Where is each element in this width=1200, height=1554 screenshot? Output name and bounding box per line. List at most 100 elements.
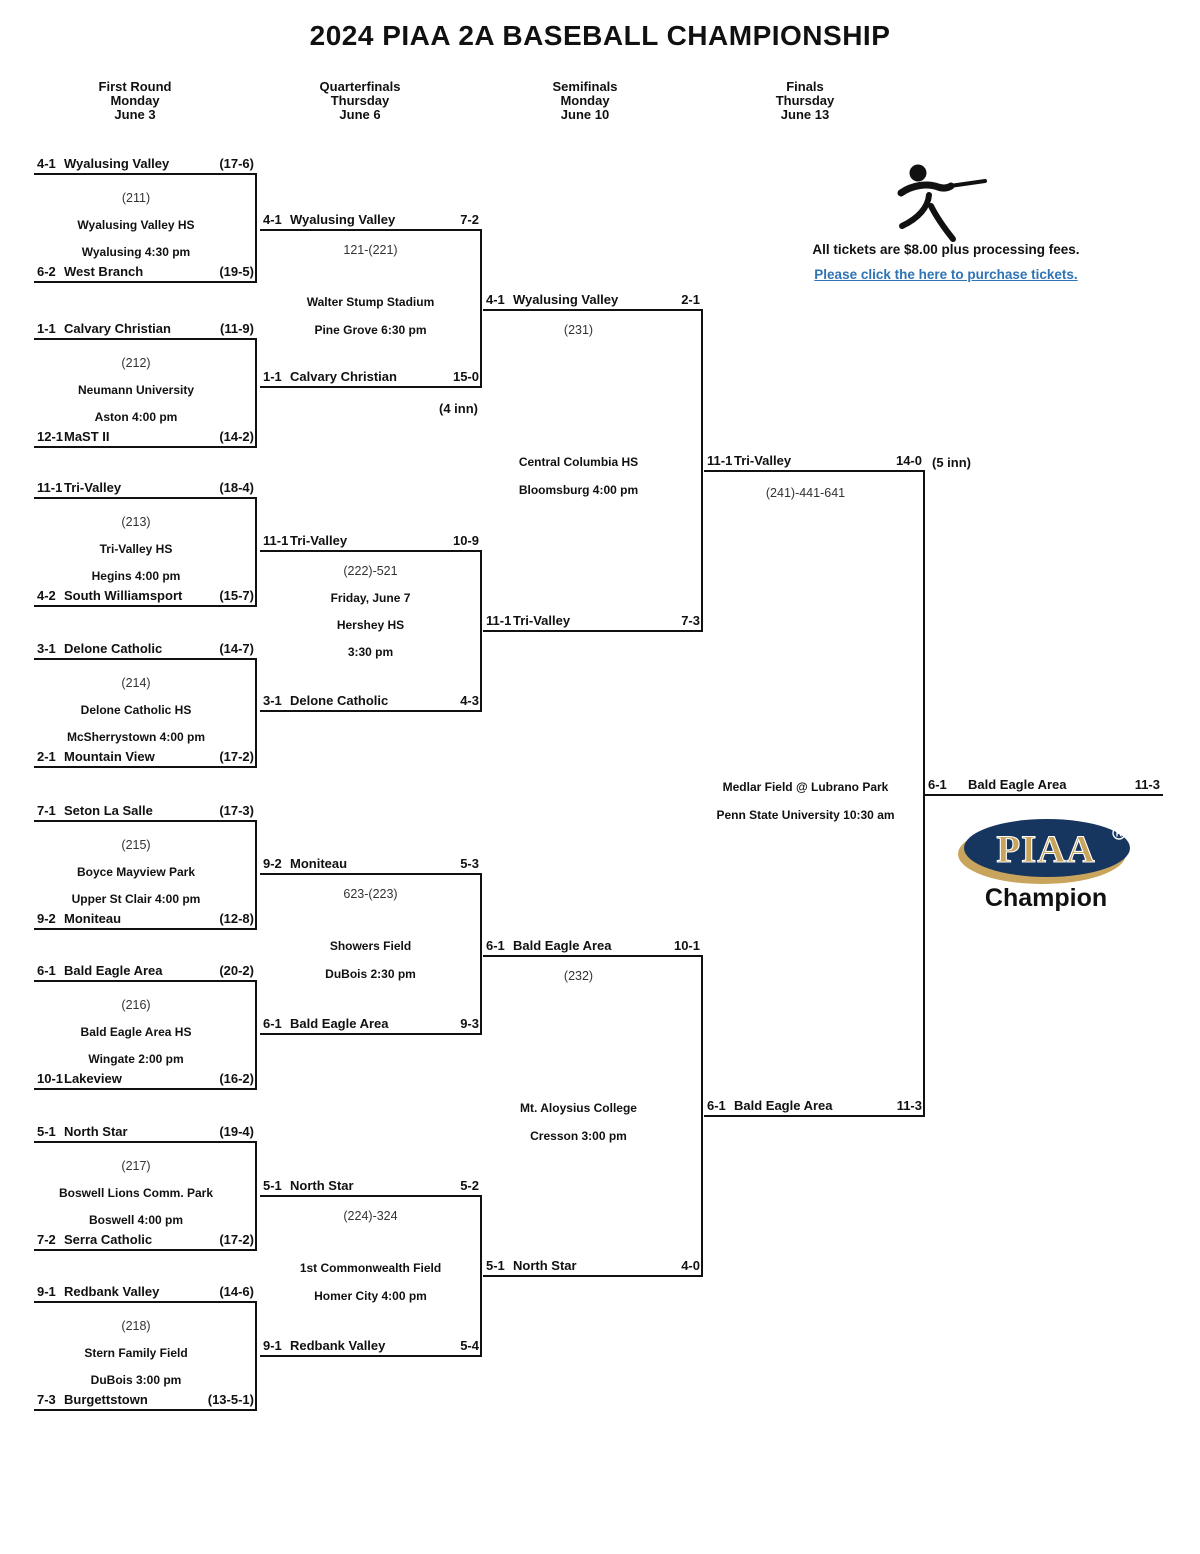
team-line: 11-1 Tri-Valley 7-3 [483,613,703,632]
round-header-first-round: First Round Monday June 3 [35,80,235,122]
team-name: Bald Eagle Area [734,1098,833,1113]
team-name: Serra Catholic [64,1232,153,1247]
game-number: (214) [121,676,151,690]
team-score: 14-0 [895,453,922,468]
game-venue: Bald Eagle Area HS [80,1025,192,1039]
team-line: 6-1 Bald Eagle Area 9-3 [260,1016,482,1035]
team-seed: 9-2 [263,856,282,871]
round-date: June 13 [780,107,830,122]
baseball-batter-icon [897,164,987,242]
team-score: 5-3 [460,856,479,871]
team-record: (13-5-1) [207,1392,254,1407]
team-seed: 9-2 [37,911,56,926]
game-number: (241)-441-641 [765,486,846,500]
team-seed: 7-2 [37,1232,56,1247]
team-seed: 4-1 [37,156,56,171]
team-line: 4-1 Wyalusing Valley (17-6) [34,156,257,175]
team-score: 11-3 [1134,777,1160,792]
round-date: June 3 [114,107,156,122]
team-line: 3-1 Delone Catholic 4-3 [260,693,482,712]
team-score: 15-0 [452,369,479,384]
round-date: June 6 [339,107,381,122]
team-score: 5-2 [460,1178,479,1193]
game-time: Hegins 4:00 pm [91,569,181,583]
game-time: DuBois 2:30 pm [325,967,416,981]
bracket-connector [480,1196,482,1357]
team-name: Delone Catholic [290,693,389,708]
bracket-connector [255,1301,257,1411]
champion-caption: Champion [984,884,1108,912]
team-line: 1-1 Calvary Christian (11-9) [34,321,257,340]
team-record: (17-2) [219,1232,254,1247]
round-day: Thursday [775,93,835,108]
round-day: Monday [110,93,160,108]
team-name: Redbank Valley [290,1338,386,1353]
team-name: Wyalusing Valley [513,292,619,307]
team-line: 1-1 Calvary Christian 15-0 [260,369,482,388]
team-record: (14-2) [219,429,254,444]
team-seed: 3-1 [263,693,282,708]
team-seed: 9-1 [263,1338,282,1353]
tickets-purchase-link[interactable]: Please click the here to purchase ticket… [814,267,1078,282]
game-time: Aston 4:00 pm [94,410,178,424]
team-seed: 6-2 [37,264,56,279]
game-venue: Boyce Mayview Park [76,865,196,879]
team-name: Tri-Valley [290,533,348,548]
bracket-connector [255,497,257,607]
game-number: (224)-324 [343,1209,398,1223]
game-venue: Tri-Valley HS [99,542,173,556]
team-name: Seton La Salle [64,803,153,818]
team-seed: 10-1 [37,1071,64,1086]
team-name: Delone Catholic [64,641,163,656]
team-score: 11-3 [896,1098,922,1113]
game-time: Bloomsburg 4:00 pm [518,483,639,497]
team-name: Bald Eagle Area [968,777,1067,792]
game-venue: Delone Catholic HS [80,703,192,717]
round-date: June 10 [560,107,610,122]
team-name: West Branch [64,264,144,279]
round-label: Finals [786,79,824,94]
team-score: 7-2 [460,212,479,227]
game-venue: Showers Field [329,939,412,953]
game-number: 623-(223) [343,887,398,901]
team-name: Moniteau [290,856,348,871]
game-time: Homer City 4:00 pm [314,1289,427,1303]
team-name: Bald Eagle Area [513,938,612,953]
team-record: (14-7) [219,641,254,656]
team-record: (18-4) [219,480,254,495]
game-venue: Wyalusing Valley HS [77,218,195,232]
team-seed: 6-1 [263,1016,282,1031]
game-time: Wyalusing 4:30 pm [81,245,191,259]
team-line: 2-1 Mountain View (17-2) [34,749,257,768]
game-date: Friday, June 7 [330,591,411,605]
team-record: (14-6) [219,1284,254,1299]
team-seed: 1-1 [263,369,282,384]
bracket-connector [255,338,257,448]
team-name: Lakeview [64,1071,122,1086]
team-line: 9-2 Moniteau (12-8) [34,911,257,930]
team-record: (17-3) [219,803,254,818]
team-seed: 6-1 [928,777,947,792]
game-venue: Hershey HS [336,618,405,632]
team-score: 4-0 [681,1258,700,1273]
round-day: Thursday [330,93,390,108]
team-record: (17-2) [219,749,254,764]
game-number: (212) [121,356,151,370]
bracket-connector [255,820,257,930]
game-time: 3:30 pm [347,645,394,659]
game-number: (211) [121,191,151,205]
team-name: North Star [513,1258,577,1273]
bracket-connector [480,874,482,1035]
team-score: 10-9 [452,533,479,548]
team-seed: 7-1 [37,803,56,818]
team-name: Burgettstown [64,1392,148,1407]
team-seed: 11-1 [263,533,289,548]
game-number: (222)-521 [343,564,398,578]
game-time: DuBois 3:00 pm [90,1373,182,1387]
team-line: 7-1 Seton La Salle (17-3) [34,803,257,822]
team-seed: 1-1 [37,321,56,336]
bracket-connector [255,980,257,1090]
team-line: 4-1 Wyalusing Valley 7-2 [260,212,482,231]
team-line: 4-2 South Williamsport (15-7) [34,588,257,607]
bracket-connector [255,658,257,768]
